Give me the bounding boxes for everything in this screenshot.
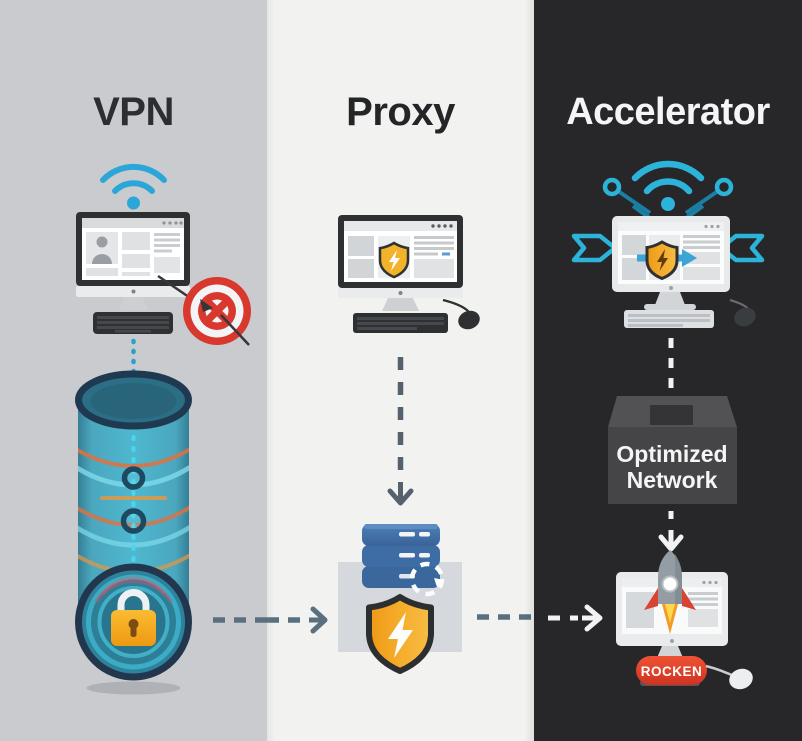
vpn-title: VPN xyxy=(93,90,174,134)
package-box-icon: Optimized Network xyxy=(608,396,737,504)
blocked-target-icon xyxy=(157,274,251,346)
desktop-computer-icon xyxy=(76,212,190,334)
browser-shield-icon xyxy=(378,241,410,279)
keyboard-icon xyxy=(353,313,448,333)
dashed-arrow-down-2 xyxy=(658,511,684,552)
rocket-icon xyxy=(644,550,696,634)
box-label-line2: Network xyxy=(627,467,718,493)
wifi-icon xyxy=(631,160,705,211)
wifi-icon xyxy=(100,163,167,210)
padlock-icon xyxy=(111,589,156,646)
keyboard-icon xyxy=(93,312,173,334)
hex-arrow-left-icon xyxy=(571,233,618,263)
shield-bolt-icon xyxy=(366,594,434,674)
shield-arrow-icon xyxy=(637,240,697,281)
rocken-badge: ROCKEN xyxy=(636,656,707,685)
dashed-arrow-in xyxy=(267,606,328,634)
proxy-panel: Proxy xyxy=(267,0,534,741)
vpn-panel: VPN xyxy=(0,0,267,741)
dashed-arrow-in xyxy=(548,604,603,632)
keyboard-icon xyxy=(624,310,714,328)
mouse-icon xyxy=(705,664,753,690)
badge-label: ROCKEN xyxy=(641,664,703,679)
proxy-title: Proxy xyxy=(346,90,455,134)
refresh-icon xyxy=(409,561,445,597)
proxy-server-icon xyxy=(362,524,440,588)
mouse-icon xyxy=(729,299,756,327)
mouse-icon xyxy=(442,298,480,330)
desktop-computer-icon xyxy=(612,216,756,328)
desktop-computer-icon xyxy=(338,215,480,333)
accelerator-artwork: Optimized Network xyxy=(548,160,765,690)
user-avatar-icon xyxy=(92,236,112,264)
vpn-artwork xyxy=(75,163,267,695)
box-label-line1: Optimized xyxy=(616,441,727,467)
accelerator-panel: Accelerator xyxy=(534,0,802,741)
hex-arrow-right-icon xyxy=(718,233,765,263)
accelerator-title: Accelerator xyxy=(566,91,770,133)
dashed-arrow-down xyxy=(387,357,414,506)
proxy-artwork xyxy=(267,215,534,674)
rocket-computer-icon: ROCKEN xyxy=(616,550,753,690)
vpn-tunnel-icon xyxy=(75,370,192,695)
